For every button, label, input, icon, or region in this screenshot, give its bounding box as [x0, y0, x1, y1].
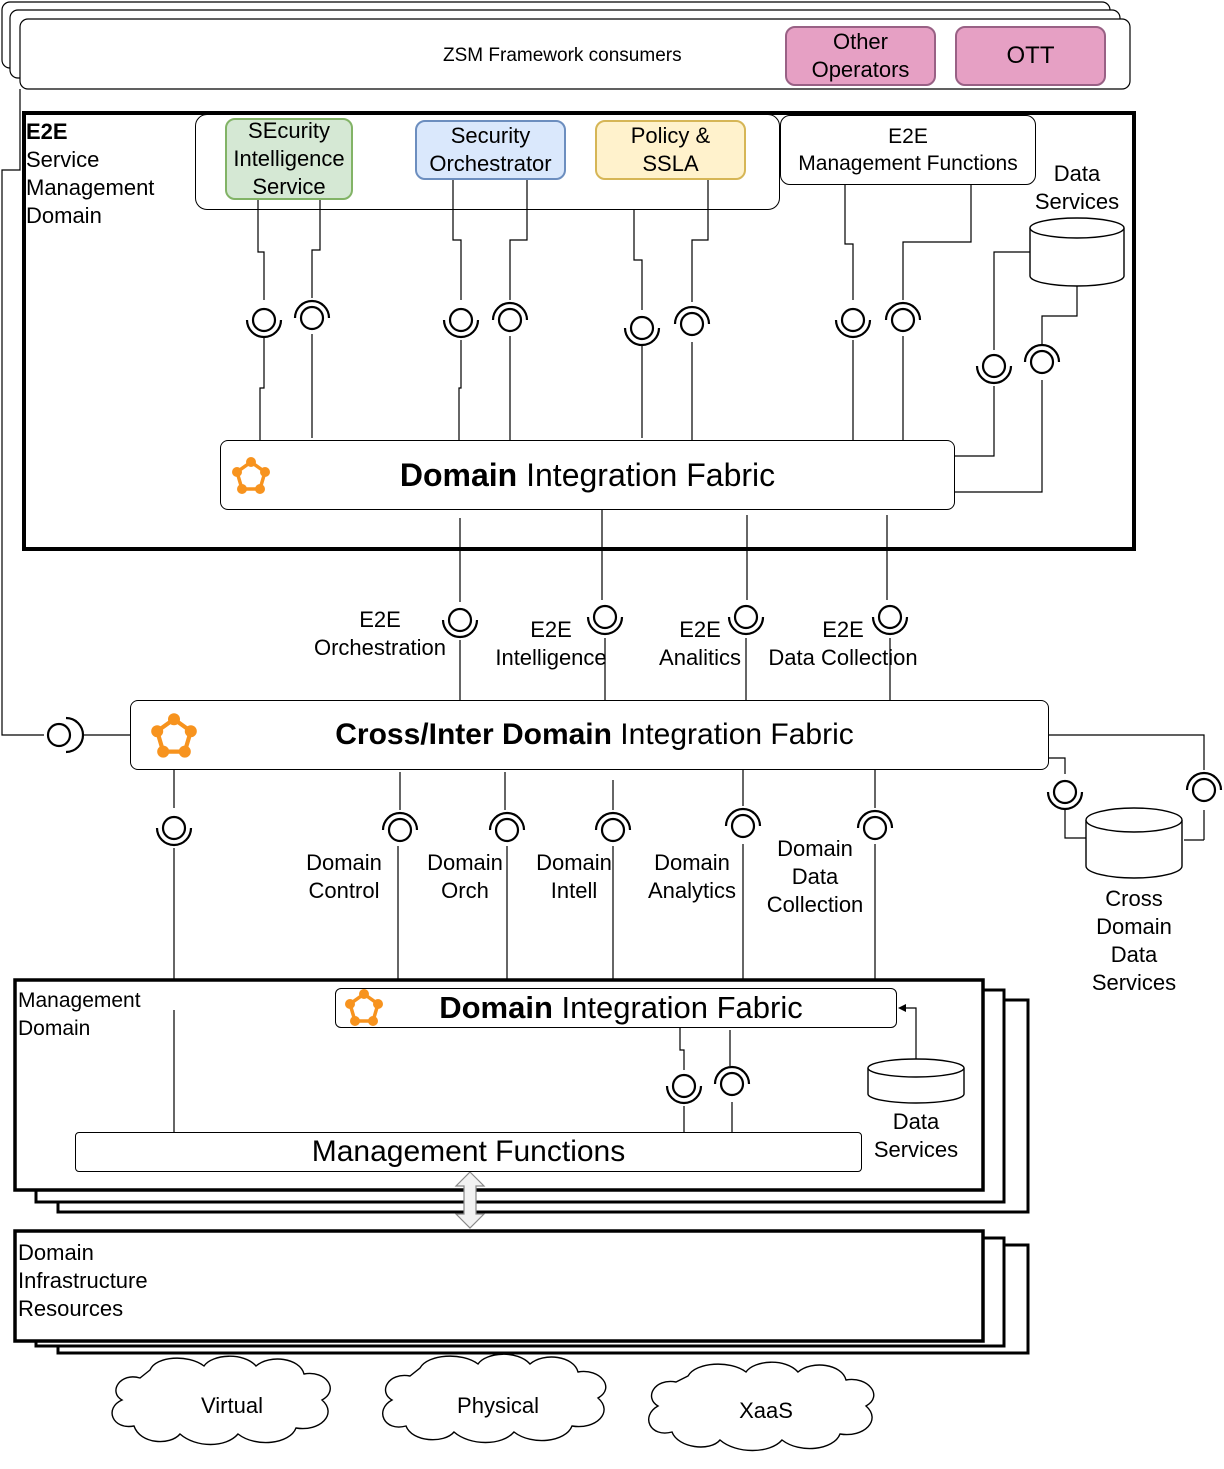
e2e-intelligence-label: E2E Intelligence: [495, 617, 607, 670]
policy-ssla-box[interactable]: Policy & SSLA: [595, 120, 746, 180]
interface-socket-icon: [1185, 771, 1223, 803]
interface-socket-icon: [488, 811, 526, 843]
e2e-fabric-bold: Domain: [399, 456, 518, 493]
cloud-physical-label: Physical: [457, 1393, 539, 1418]
cross-domain-data-services-label: Cross Domain Data Services: [1091, 886, 1177, 995]
e2e-domain-title-rest: Service Management Domain: [26, 147, 155, 228]
interface-socket-icon: [713, 1065, 751, 1097]
cloud-virtual-icon: [111, 1355, 331, 1446]
mgmt-fabric-rest: Integration Fabric: [552, 990, 803, 1025]
interface-ball-icon: [442, 307, 480, 339]
mgmt-fabric-bold: Domain: [439, 990, 553, 1025]
domain-data-collection-label: Domain Data Collection: [766, 836, 864, 917]
interface-socket-icon: [46, 716, 85, 754]
infra-title: Domain Infrastructure Resources: [18, 1240, 148, 1321]
ott-box[interactable]: OTT: [955, 26, 1106, 86]
mgmt-domain-integration-fabric[interactable]: Domain Integration Fabric: [335, 988, 897, 1028]
interface-ball-icon: [155, 815, 193, 847]
interface-socket-icon: [491, 301, 529, 333]
e2e-domain-title: E2E Service Management Domain: [26, 118, 154, 230]
interface-ball-icon: [1046, 779, 1084, 811]
other-operators-label: Other Operators: [811, 29, 910, 82]
interface-socket-icon: [381, 811, 419, 843]
cross-fabric-label: Cross/Inter Domain Integration Fabric: [335, 718, 854, 752]
cloud-virtual-label: Virtual: [201, 1393, 263, 1418]
other-operators-box[interactable]: Other Operators: [785, 26, 936, 86]
e2e-domain-title-bold: E2E: [26, 119, 68, 144]
interface-ball-icon: [586, 604, 624, 636]
interface-ball-icon: [871, 604, 909, 636]
e2e-domain-integration-fabric[interactable]: Domain Integration Fabric: [220, 440, 955, 510]
cloud-physical-icon: [382, 1353, 607, 1444]
e2e-data-services-label: Data Services: [1034, 161, 1120, 214]
e2e-management-functions-box[interactable]: E2E Management Functions: [780, 115, 1036, 185]
cross-inter-domain-integration-fabric[interactable]: Cross/Inter Domain Integration Fabric: [130, 700, 1049, 770]
interface-ball-icon: [727, 604, 765, 636]
interface-socket-icon: [293, 299, 331, 331]
cross-fabric-rest: Integration Fabric: [611, 718, 854, 751]
e2e-orchestration-label: E2E Orchestration: [313, 607, 447, 660]
consumers-label: ZSM Framework consumers: [443, 45, 682, 66]
security-orchestrator-box[interactable]: Security Orchestrator: [415, 120, 566, 180]
cloud-xaas-label: XaaS: [739, 1398, 793, 1423]
interface-ball-icon: [245, 307, 283, 339]
mgmt-fabric-label: Domain Integration Fabric: [439, 990, 803, 1026]
fabric-logo-icon: [151, 713, 197, 758]
interface-ball-icon: [975, 353, 1013, 385]
e2e-data-collection-label: E2E Data Collection: [768, 617, 918, 670]
fabric-logo-icon: [345, 989, 383, 1026]
interface-socket-icon: [1023, 343, 1061, 375]
cloud-xaas-icon: [648, 1361, 875, 1452]
security-services-group: [195, 114, 780, 210]
domain-intell-label: Domain Intell: [536, 850, 612, 903]
interface-ball-icon: [856, 809, 894, 841]
management-functions-box[interactable]: Management Functions: [75, 1132, 862, 1172]
interface-socket-icon: [594, 811, 632, 843]
domain-orch-label: Domain Orch: [427, 850, 503, 903]
security-orchestrator-label: Security Orchestrator: [429, 123, 552, 176]
interface-socket-icon: [673, 305, 711, 337]
interface-ball-icon: [724, 807, 762, 839]
cross-fabric-bold: Cross/Inter Domain: [335, 718, 612, 751]
management-functions-label: Management Functions: [311, 1135, 626, 1168]
e2e-fabric-rest: Integration Fabric: [517, 456, 776, 493]
security-intelligence-service-box[interactable]: SEcurity Intelligence Service: [225, 118, 353, 200]
fabric-logo-icon: [232, 457, 270, 494]
management-domain-title: Management Domain: [18, 989, 141, 1040]
interface-ball-icon: [441, 607, 479, 639]
interface-ball-icon: [834, 307, 872, 339]
security-intelligence-service-label: SEcurity Intelligence Service: [233, 118, 345, 199]
policy-ssla-label: Policy & SSLA: [630, 123, 711, 176]
domain-control-label: Domain Control: [306, 850, 382, 903]
interface-socket-icon: [884, 301, 922, 333]
domain-analytics-label: Domain Analytics: [647, 850, 737, 903]
clouds: [111, 1353, 875, 1452]
interface-ball-icon: [665, 1073, 703, 1105]
interface-ball-icon: [623, 315, 661, 347]
ott-label: OTT: [1006, 42, 1055, 69]
e2e-management-functions-label: E2E Management Functions: [798, 125, 1018, 175]
e2e-analytics-label: E2E Analitics: [659, 617, 741, 670]
e2e-service-management-domain: [22, 111, 1136, 551]
e2e-fabric-label: Domain Integration Fabric: [400, 457, 775, 494]
mgmt-data-services-label: Data Services: [873, 1109, 959, 1162]
